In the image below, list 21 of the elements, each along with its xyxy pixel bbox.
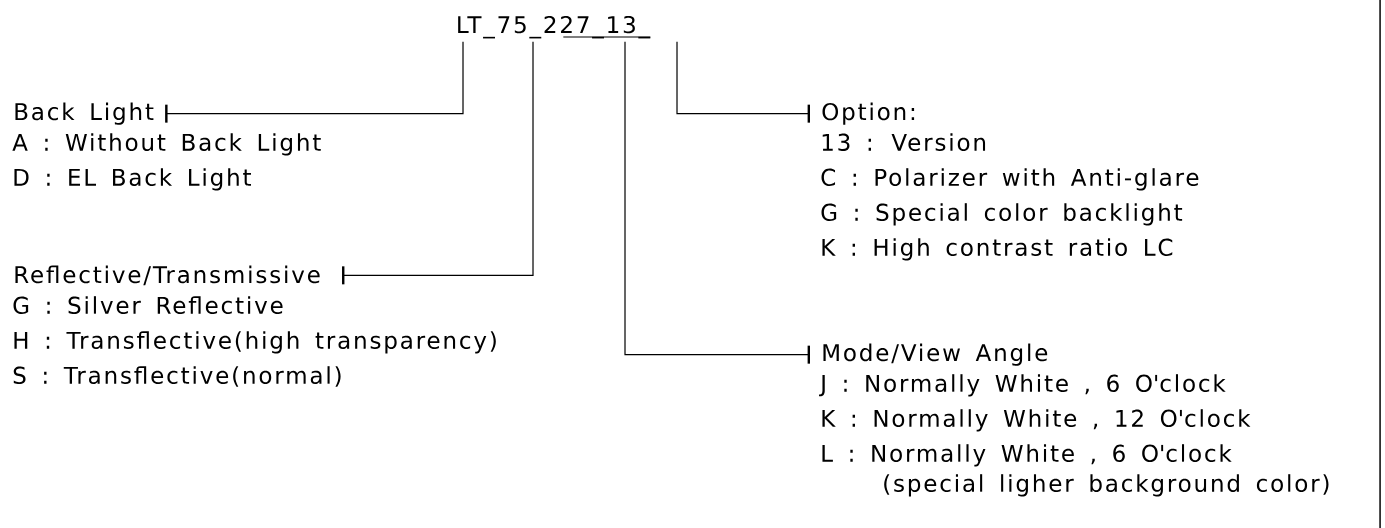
leader-line <box>165 41 464 123</box>
option-line: A : Without Back Light <box>12 133 321 156</box>
group-heading: Back Light <box>15 102 154 125</box>
option-line: C : Polarizer with Anti-glare <box>821 168 1199 191</box>
group-heading: Option: <box>822 102 915 125</box>
part-number: LT_75_227_13_ <box>458 15 651 39</box>
option-line: K : Normally White , 12 O'clock <box>822 409 1251 432</box>
option-line: D : EL Back Light <box>14 168 251 191</box>
leader-line <box>624 41 810 364</box>
group-heading: Reflective/Transmissive <box>15 265 320 286</box>
option-line: G : Special color backlight <box>821 203 1183 226</box>
option-line: 13 : Version <box>822 133 986 151</box>
leader-line <box>676 41 810 123</box>
leader-line <box>342 41 534 285</box>
option-line: K : High contrast ratio LC <box>822 238 1173 261</box>
option-line: H : Transflective(high transparency) <box>14 331 496 354</box>
option-line: S : Transflective(normal) <box>13 366 341 387</box>
option-line: G : Silver Reflective <box>13 296 283 314</box>
group-heading: Mode/View Angle <box>823 343 1048 366</box>
option-line: L : Normally White , 6 O'clock (special ligher background color) <box>822 444 1329 497</box>
option-line: J : Normally White , 6 O'clock <box>819 374 1226 397</box>
